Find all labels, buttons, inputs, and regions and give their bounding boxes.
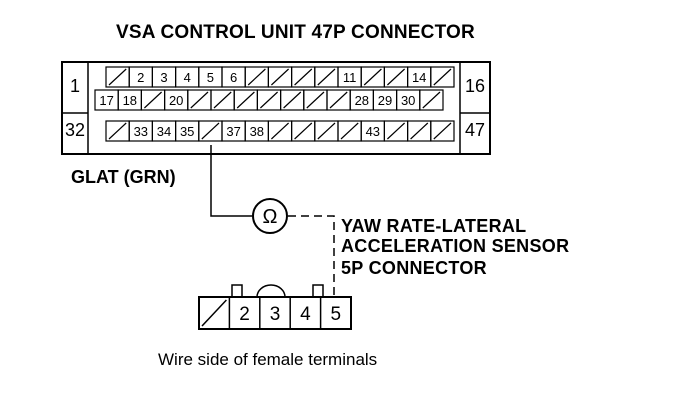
unused-pin-slash	[108, 68, 127, 86]
unused-pin-slash	[433, 122, 452, 140]
unused-pin-slash	[236, 91, 255, 109]
pin-label: 17	[99, 93, 113, 108]
pin-label: 34	[157, 124, 171, 139]
pin-label: 35	[180, 124, 194, 139]
pin-label: 5	[207, 70, 214, 85]
unused-pin-slash	[306, 91, 325, 109]
connector-lock-hump	[256, 284, 286, 298]
unused-pin-slash	[270, 68, 290, 86]
connector-outline	[61, 61, 491, 155]
unused-pin-slash	[329, 91, 348, 109]
diagram-title: VSA CONTROL UNIT 47P CONNECTOR	[116, 22, 475, 43]
sensor-label-line1: YAW RATE-LATERAL	[341, 216, 527, 236]
pin-label-1: 1	[70, 76, 80, 96]
ohm-icon: Ω	[263, 206, 278, 228]
pin-label: 3	[270, 304, 281, 325]
pin-label-47: 47	[465, 120, 485, 140]
unused-pin-slash	[201, 299, 227, 327]
pin-label: 29	[378, 93, 392, 108]
unused-pin-slash	[386, 122, 406, 140]
pin-label-32: 32	[65, 120, 85, 140]
pin-label: 37	[226, 124, 240, 139]
unused-pin-slash	[433, 68, 452, 86]
pin-label: 20	[169, 93, 183, 108]
pin-label: 33	[134, 124, 148, 139]
wire-glat-grn	[210, 145, 252, 217]
unused-pin-slash	[410, 122, 429, 140]
wire-to-sensor	[288, 215, 335, 298]
pin-label: 6	[230, 70, 237, 85]
unused-pin-slash	[422, 91, 441, 109]
connector-tab-left	[231, 284, 243, 298]
unused-pin-slash	[283, 91, 302, 109]
unused-pin-slash	[108, 122, 127, 140]
pin-label: 11	[343, 70, 357, 85]
pin-cell	[430, 120, 455, 142]
pin-label: 14	[412, 70, 426, 85]
pin-label: 2	[239, 304, 250, 325]
unused-pin-slash	[259, 91, 279, 109]
unused-pin-slash	[294, 122, 313, 140]
unused-pin-slash	[363, 68, 382, 86]
unused-pin-slash	[317, 68, 336, 86]
pin-label: 28	[355, 93, 369, 108]
unused-pin-slash	[294, 68, 313, 86]
pin-label: 18	[123, 93, 137, 108]
unused-pin-slash	[340, 122, 359, 140]
pin-label-16: 16	[465, 76, 485, 96]
unused-pin-slash	[270, 122, 290, 140]
pin-cell	[430, 66, 455, 88]
unused-pin-slash	[317, 122, 336, 140]
pin-label: 38	[250, 124, 264, 139]
pin-label: 43	[366, 124, 380, 139]
pin-label: 4	[300, 304, 311, 325]
wire-label: GLAT (GRN)	[71, 167, 176, 187]
ohmmeter-symbol	[252, 198, 288, 234]
unused-pin-slash	[143, 91, 163, 109]
unused-pin-slash	[190, 91, 209, 109]
pin-label: 3	[160, 70, 167, 85]
pin-label: 30	[401, 93, 415, 108]
pin-label: 2	[137, 70, 144, 85]
unused-pin-slash	[247, 68, 266, 86]
unused-pin-slash	[386, 68, 406, 86]
figure-caption: Wire side of female terminals	[158, 350, 378, 369]
unused-pin-slash	[213, 91, 232, 109]
unused-pin-slash	[201, 122, 220, 140]
sensor-label-line2: ACCELERATION SENSOR	[341, 236, 570, 256]
sensor-label-line3: 5P CONNECTOR	[341, 258, 487, 278]
pin-label: 5	[331, 304, 342, 325]
pin-label: 4	[184, 70, 191, 85]
connector-tab-right	[312, 284, 324, 298]
pin-cell	[419, 89, 444, 111]
